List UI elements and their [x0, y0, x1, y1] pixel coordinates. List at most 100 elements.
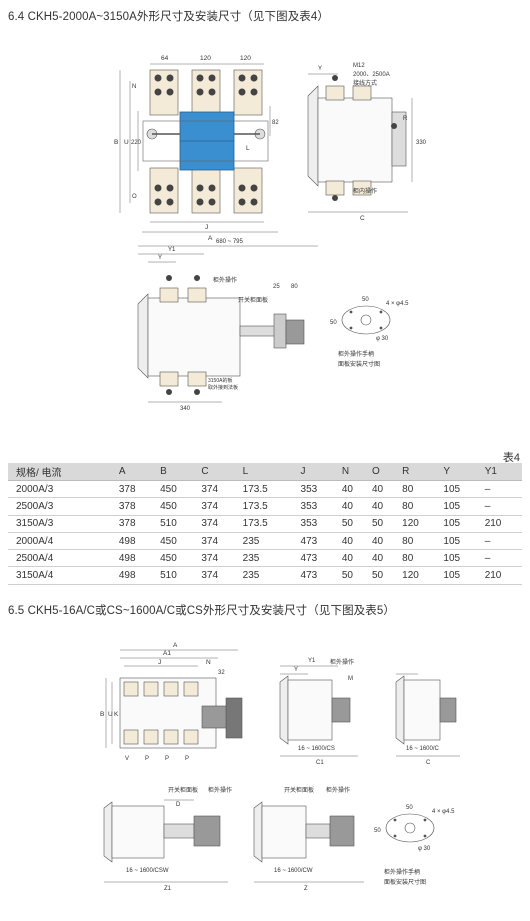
dim-v: V [125, 756, 129, 762]
label-outer-operation-2: 柜外操作 [330, 658, 354, 666]
col-header: L [238, 463, 297, 481]
table-cell: 498 [114, 549, 157, 568]
caption-panel-mounting: 面板安装尺寸图 [338, 360, 380, 368]
dim-a1: A1 [163, 650, 171, 657]
dim-j: J [205, 224, 208, 231]
table-cell: 2500A/3 [8, 497, 115, 516]
table-cell: 50 [337, 566, 368, 585]
dim-y: Y [318, 66, 322, 72]
label-3150a-note-a: 3150A的板 [208, 377, 232, 384]
dim-120-b: 120 [240, 55, 251, 62]
dim-p-1: P [145, 756, 149, 762]
label-hole-count-2: 4 × φ4.5 [432, 809, 455, 815]
label-cs-range: 16 ~ 1600/CS [298, 746, 335, 752]
table-cell: 374 [197, 566, 239, 585]
dim-hole-50a-2: 50 [406, 805, 413, 811]
dim-k: K [114, 711, 119, 718]
table-cell: 450 [156, 497, 198, 516]
table-cell: 50 [337, 515, 368, 533]
table-cell: 498 [114, 566, 157, 585]
dim-hole-50b: 50 [330, 320, 337, 326]
dim-330: 330 [416, 140, 427, 146]
dim-120-a: 120 [200, 55, 211, 62]
col-header: B [156, 463, 198, 481]
dim-n-2: N [206, 659, 211, 666]
caption-panel-mounting-2: 面板安装尺寸图 [384, 878, 426, 886]
table-cell: 80 [398, 480, 440, 499]
table-cell: 374 [197, 480, 239, 499]
label-inner-operation: 柜内操作 [353, 187, 377, 195]
col-header: A [114, 463, 157, 481]
table-cell: 40 [337, 532, 368, 551]
dim-r: R [403, 116, 408, 122]
label-phi30: φ 30 [376, 336, 389, 342]
caption-handle: 柜外操作手柄 [338, 350, 374, 358]
dim-c: C [360, 215, 365, 222]
table-cell: 2000A/3 [8, 480, 115, 499]
col-header: C [197, 463, 239, 481]
table-cell: 105 [439, 532, 481, 551]
dim-y-2: Y [294, 667, 298, 673]
table-cell: 3150A/4 [8, 566, 115, 585]
table-cell: 173.5 [238, 515, 297, 533]
dim-z: Z [304, 886, 308, 892]
label-2000-2500a: 2000、2500A [353, 72, 390, 78]
table-cell: 374 [197, 497, 239, 516]
dim-hole-50b-2: 50 [374, 828, 381, 834]
table-cell: 510 [156, 566, 198, 585]
table-cell: 105 [439, 515, 481, 533]
label-c-range: 16 ~ 1600/C [406, 746, 440, 752]
table-cell: 105 [439, 497, 481, 516]
table-cell: 450 [156, 549, 198, 568]
table-cell: 374 [197, 549, 239, 568]
table-cell: 498 [114, 532, 157, 551]
table-cell: 105 [439, 549, 481, 568]
table-cell: 40 [337, 549, 368, 568]
table-cell: 450 [156, 480, 198, 499]
table-cell: 40 [337, 497, 368, 516]
table-cell: 374 [197, 515, 239, 533]
dim-d: D [176, 802, 181, 808]
col-header: R [398, 463, 440, 481]
dim-a-2: A [173, 642, 178, 649]
table-cell: 473 [296, 532, 338, 551]
table-cell: 378 [114, 480, 157, 499]
dim-hole-50a: 50 [362, 297, 369, 303]
dim-680-795: 680 ~ 795 [216, 239, 244, 245]
dim-z1: Z1 [164, 886, 172, 892]
table-cell: 374 [197, 532, 239, 551]
dimension-drawing-2000-3150: 64 120 120 B U 220 L N O 82 J A Y M12 20… [8, 26, 522, 434]
table-cell: 40 [367, 497, 399, 516]
dim-32: 32 [218, 670, 225, 676]
table-cell: 210 [480, 566, 522, 585]
col-header: Y [439, 463, 481, 481]
dim-340: 340 [180, 406, 191, 412]
table-cell: – [480, 497, 522, 516]
dim-c-2: C [426, 760, 431, 766]
table-cell: 510 [156, 515, 198, 533]
table-cell: 353 [296, 480, 338, 499]
table-cell: 105 [439, 480, 481, 499]
table-cell: 80 [398, 497, 440, 516]
technical-drawing-1: 64 120 120 B U 220 L N O 82 J A Y M12 20… [114, 55, 427, 412]
dim-80: 80 [291, 284, 298, 290]
table-cell: 378 [114, 497, 157, 516]
col-header: J [296, 463, 338, 481]
table-cell: 173.5 [238, 497, 297, 516]
dimension-drawing-16-1600: A A1 J N 32 B U K V P P P Y1 Y 柜外操作 M 16… [8, 620, 522, 916]
table-cell: 173.5 [238, 480, 297, 499]
table-cell: 2000A/4 [8, 532, 115, 551]
dim-l: L [246, 145, 250, 152]
dim-u: U [124, 139, 129, 146]
dim-y-lower: Y [158, 255, 162, 261]
label-cabinet-panel: 开关柜面板 [238, 296, 268, 304]
table-cell: 40 [367, 532, 399, 551]
table-cell: 235 [238, 549, 297, 568]
label-cabinet-panel-3: 开关柜面板 [284, 786, 314, 794]
label-cw-range: 16 ~ 1600/CW [274, 868, 313, 874]
label-m: M [348, 676, 353, 682]
